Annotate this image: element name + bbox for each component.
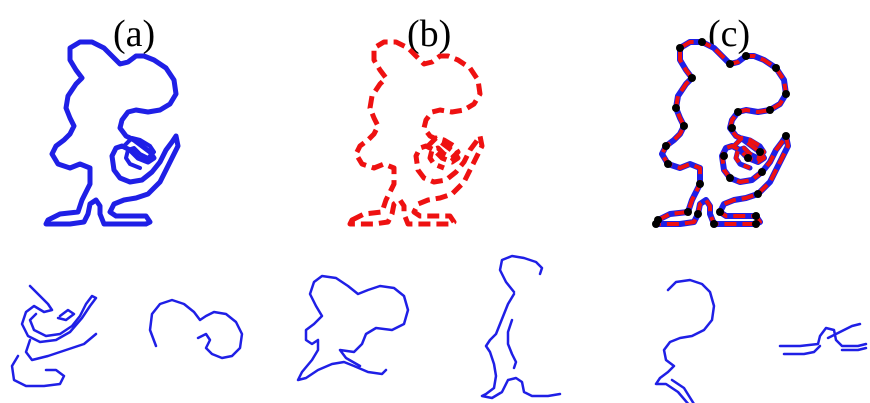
panel-b-approximation [350,42,482,224]
vertex-marker [710,220,718,228]
vertex-marker [698,38,706,46]
vertex-marker [726,174,734,182]
vertex-marker [662,142,670,150]
vertex-marker [744,154,752,162]
vertex-marker [754,190,762,198]
fragment-2 [148,298,244,360]
vertex-marker [782,132,790,140]
vertex-marker [782,90,790,98]
fragment-6 [778,322,868,356]
panel-c-overlay [652,38,790,228]
fragment-5 [654,278,716,403]
vertex-marker [758,168,766,176]
vertex-marker [696,180,704,188]
vertex-marker [752,220,760,228]
vertex-marker [752,212,760,220]
fragment-3 [296,274,410,382]
vertex-markers [652,38,790,228]
vertex-marker [726,60,734,68]
panel-a-contour [46,42,178,224]
vertex-marker [716,208,724,216]
vertex-marker [720,152,728,160]
panel-label-a: (a) [113,13,155,55]
panel-label-b: (b) [407,13,451,55]
vertex-marker [772,64,780,72]
vertex-marker [664,160,672,168]
vertex-marker [742,52,750,60]
vertex-marker [766,106,774,114]
vertex-marker [652,220,660,228]
vertex-marker [734,108,742,116]
vertex-marker [728,124,736,132]
vertex-marker [694,210,702,218]
fragment-1 [10,284,98,388]
vertex-marker [680,122,688,130]
fragment-4 [480,254,562,400]
vertex-marker [688,74,696,82]
vertex-marker [672,104,680,112]
vertex-marker [676,44,684,52]
vertex-marker [756,148,764,156]
vertex-marker [684,208,692,216]
